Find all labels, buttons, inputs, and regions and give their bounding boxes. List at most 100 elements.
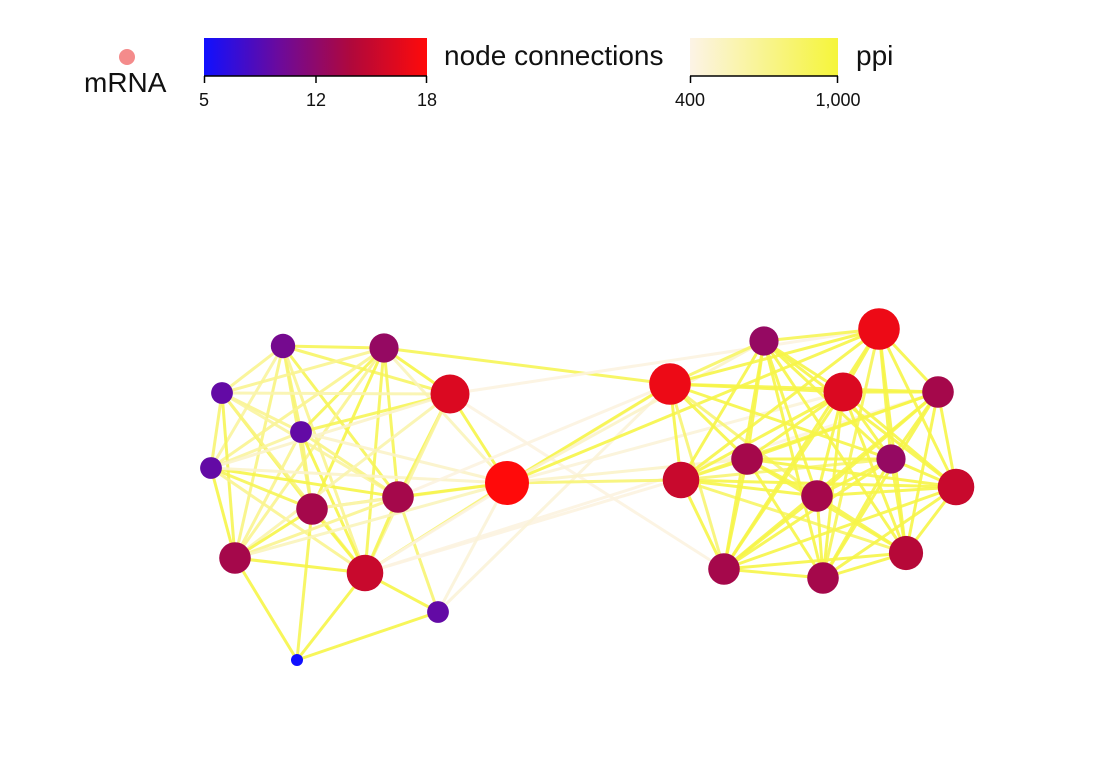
network-node — [888, 535, 924, 571]
network-edge — [449, 327, 880, 396]
network-edge — [295, 508, 314, 661]
network-node — [346, 554, 384, 592]
network-edge — [816, 485, 957, 498]
network-edge — [221, 391, 451, 396]
network-edges — [209, 327, 958, 662]
mrna-label: mRNA — [84, 67, 167, 98]
network-node — [708, 553, 740, 585]
network-edge — [722, 458, 749, 570]
network-edge — [746, 390, 939, 461]
network-edge — [299, 346, 386, 434]
network-edge — [436, 382, 672, 614]
network-node — [270, 333, 296, 359]
network-edge — [221, 391, 399, 499]
ppi-color-bar — [690, 38, 838, 76]
network-edge — [669, 382, 892, 461]
network-edge — [382, 346, 509, 485]
network-node — [922, 376, 954, 408]
network-edge — [299, 431, 367, 574]
network-edge — [821, 391, 845, 579]
node-connections-tick-label: 12 — [306, 90, 326, 110]
network-node — [369, 333, 399, 363]
network-edge — [234, 481, 508, 560]
network-edge — [722, 391, 845, 570]
network-edge — [210, 346, 385, 470]
network-edge — [816, 494, 907, 555]
network-node — [485, 461, 529, 505]
network-edge — [233, 557, 299, 661]
network-edge — [234, 495, 399, 560]
network-edge — [282, 344, 385, 350]
network-edge — [723, 494, 818, 571]
network-edge — [746, 390, 844, 461]
network-node — [749, 326, 779, 356]
network-node — [858, 308, 900, 350]
network-edge — [209, 392, 224, 469]
network-edge — [822, 485, 957, 580]
network-nodes — [200, 308, 975, 666]
mrna-legend: mRNA — [84, 49, 167, 98]
network-node — [427, 601, 449, 623]
network-edge — [397, 382, 671, 499]
network-edge — [382, 347, 400, 498]
network-edge — [436, 482, 509, 613]
network-node — [662, 461, 700, 499]
network-edge — [300, 430, 508, 485]
network-edge — [221, 344, 284, 395]
network-edge — [723, 567, 824, 580]
network-edge — [234, 392, 451, 560]
network-edge — [841, 391, 908, 554]
network-edge — [816, 390, 939, 498]
network-edge — [680, 390, 844, 482]
node-connections-color-bar — [204, 38, 427, 76]
network-edge — [723, 457, 892, 571]
network-edge — [679, 340, 766, 481]
network-node — [937, 468, 975, 506]
network-edge — [281, 345, 367, 574]
network-node — [801, 480, 833, 512]
network-edge — [506, 457, 748, 485]
network-edge — [762, 340, 908, 554]
network-edge — [762, 340, 819, 497]
network-edge — [234, 556, 366, 575]
network-edge — [506, 339, 765, 485]
network-node — [290, 421, 312, 443]
network-edge — [210, 392, 451, 470]
network-edge — [680, 478, 907, 555]
network-node — [296, 493, 328, 525]
ppi-tick-label: 400 — [675, 90, 705, 110]
node-connections-tick-label: 18 — [417, 90, 437, 110]
network-node — [382, 481, 414, 513]
network-edge — [296, 610, 439, 662]
network-node — [823, 372, 863, 412]
network-edge — [295, 572, 367, 661]
mrna-swatch-dot — [119, 49, 135, 65]
network-node — [291, 654, 303, 666]
node-connections-legend: 5 12 18 node connections — [199, 38, 664, 110]
ppi-tick-label: 1,000 — [815, 90, 860, 110]
network-edge — [282, 344, 451, 396]
node-connections-title: node connections — [444, 40, 664, 71]
network-edge — [821, 328, 881, 579]
network-node — [876, 444, 906, 474]
network-edge — [821, 458, 893, 579]
network-edge — [680, 478, 818, 498]
network-edge — [842, 390, 957, 489]
network-edge — [396, 496, 440, 613]
network-node — [649, 363, 691, 405]
network-edge — [723, 551, 907, 571]
network-edge — [210, 466, 399, 499]
network-edge — [383, 346, 671, 386]
network-node — [430, 374, 470, 414]
network-edge — [210, 466, 508, 485]
network-edge — [669, 382, 818, 498]
network-node — [731, 443, 763, 475]
network-edge — [364, 390, 939, 575]
network-edge — [221, 346, 385, 395]
network-node — [211, 382, 233, 404]
ppi-title: ppi — [856, 40, 893, 71]
node-connections-tick-label: 5 — [199, 90, 209, 110]
ppi-legend: 400 1,000 ppi — [675, 38, 893, 110]
network-node — [219, 542, 251, 574]
